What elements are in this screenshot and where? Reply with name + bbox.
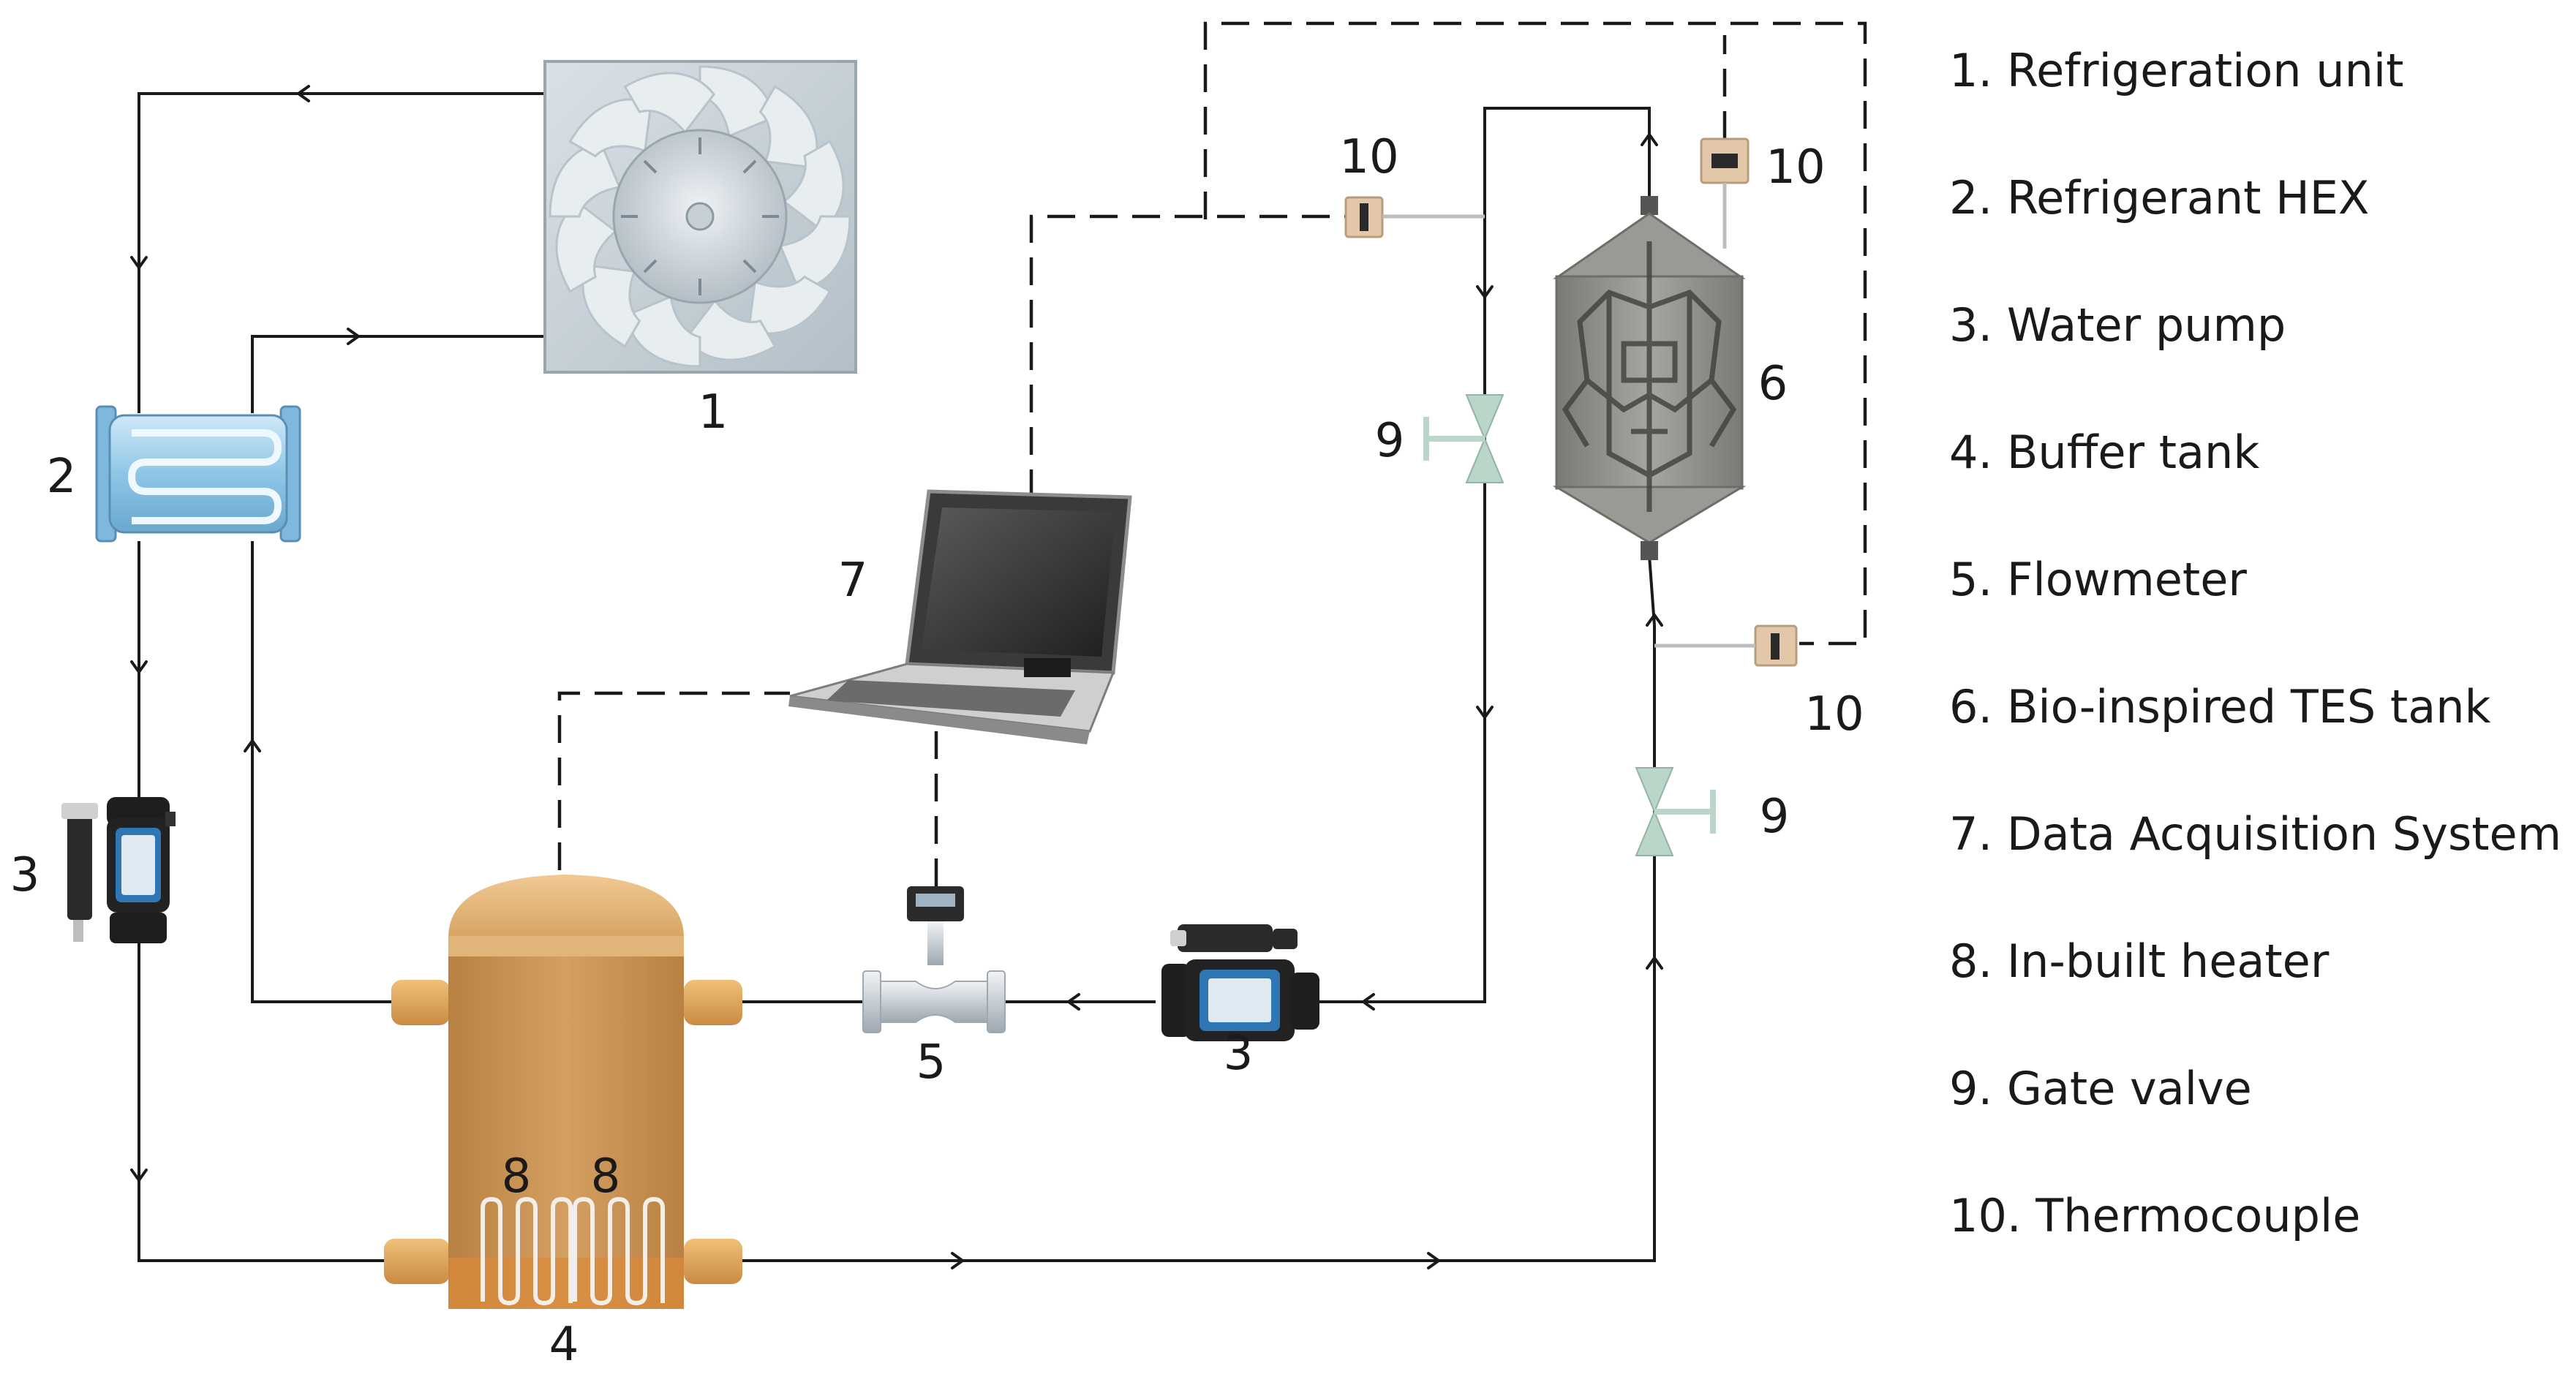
label-daq-system: 7 bbox=[838, 554, 868, 608]
label-refrigerant-hex: 2 bbox=[47, 450, 77, 504]
label-heater-right: 8 bbox=[591, 1150, 621, 1204]
signal-lines bbox=[557, 21, 1867, 888]
fan-blades bbox=[549, 65, 851, 368]
label-water-pump-bottom: 3 bbox=[1224, 1027, 1254, 1081]
gate-valve-upper bbox=[1423, 394, 1504, 483]
buffer-tank bbox=[384, 875, 742, 1309]
refrigerant-hex bbox=[95, 405, 301, 543]
legend-item-7: 7. Data Acquisition System bbox=[1949, 807, 2561, 861]
legend-item-10: 10. Thermocouple bbox=[1949, 1189, 2360, 1242]
gate-valve-lower bbox=[1635, 767, 1716, 856]
label-flowmeter: 5 bbox=[916, 1035, 946, 1090]
legend-item-3: 3. Water pump bbox=[1949, 298, 2286, 352]
label-heater-left: 8 bbox=[502, 1150, 532, 1204]
water-pump-left bbox=[61, 797, 176, 943]
label-tes-tank: 6 bbox=[1758, 357, 1788, 411]
label-thermocouple-bottom-right: 10 bbox=[1804, 687, 1864, 741]
flow-arrows bbox=[130, 85, 1663, 1269]
label-gate-valve-upper: 9 bbox=[1375, 414, 1405, 468]
water-pump-bottom bbox=[1161, 924, 1319, 1041]
heater-right-coil bbox=[573, 1196, 665, 1306]
legend-item-6: 6. Bio-inspired TES tank bbox=[1949, 680, 2491, 733]
legend-item-5: 5. Flowmeter bbox=[1949, 553, 2247, 606]
label-thermocouple-top-mid: 10 bbox=[1339, 130, 1398, 184]
refrigeration-unit bbox=[543, 60, 857, 374]
legend-item-8: 8. In-built heater bbox=[1949, 935, 2330, 988]
daq-laptop bbox=[788, 489, 1132, 744]
label-buffer-tank: 4 bbox=[549, 1318, 579, 1372]
component-labels: 1 2 3 3 4 5 6 7 8 8 9 9 10 10 10 bbox=[10, 130, 1864, 1372]
label-gate-valve-lower: 9 bbox=[1760, 790, 1790, 844]
tes-tank bbox=[1552, 196, 1747, 560]
label-water-pump-left: 3 bbox=[10, 848, 40, 902]
label-thermocouple-top-right: 10 bbox=[1766, 140, 1825, 195]
label-refrigeration-unit: 1 bbox=[698, 385, 728, 439]
thermocouple-bottom-right bbox=[1654, 624, 1798, 667]
legend-item-4: 4. Buffer tank bbox=[1949, 426, 2259, 479]
tes-internal-fins bbox=[1562, 241, 1737, 512]
thermocouple-top-mid bbox=[1344, 196, 1485, 238]
thermocouple-top-right bbox=[1700, 137, 1750, 249]
legend-item-9: 9. Gate valve bbox=[1949, 1062, 2252, 1115]
legend-item-1: 1. Refrigeration unit bbox=[1949, 44, 2403, 97]
heater-left-coil bbox=[481, 1196, 573, 1306]
legend-item-2: 2. Refrigerant HEX bbox=[1949, 171, 2369, 224]
legend: 1. Refrigeration unit 2. Refrigerant HEX… bbox=[1949, 44, 2561, 1242]
flowmeter bbox=[862, 886, 1006, 1033]
